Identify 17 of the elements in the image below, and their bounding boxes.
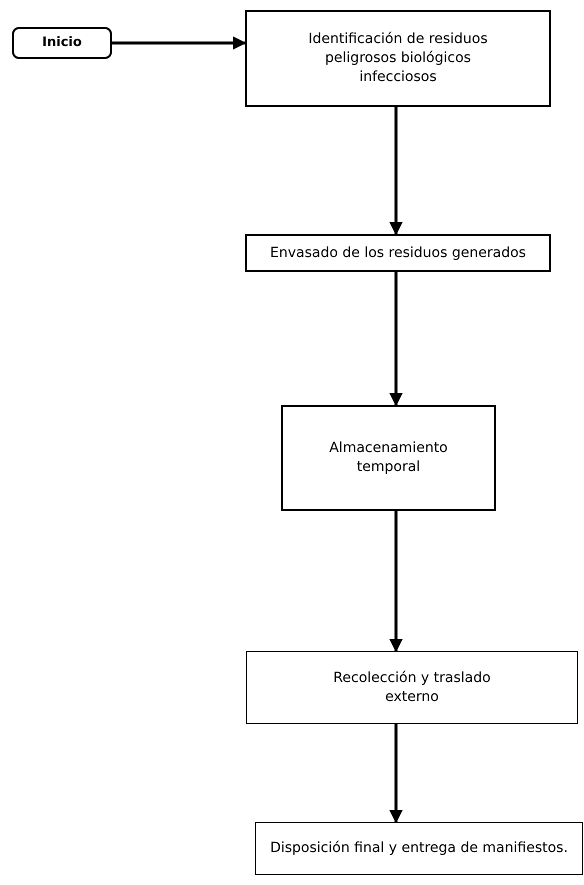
process-box (255, 822, 583, 875)
process-box (246, 651, 578, 724)
arrow (389, 724, 403, 824)
process-box (245, 234, 551, 272)
node-label: Almacenamiento temporal (328, 439, 449, 477)
arrow (389, 511, 403, 652)
node-label: Inicio (42, 34, 82, 52)
node-label: Envasado de los residuos generados (270, 244, 526, 262)
arrow (389, 107, 403, 236)
node-label: Recolección y traslado externo (332, 668, 492, 706)
process-box (245, 10, 551, 107)
arrow (389, 272, 403, 406)
node-label: Identificación de residuos peligrosos biológicos infecciosos (307, 30, 489, 87)
process-box (281, 405, 496, 511)
arrow (112, 36, 246, 50)
node-label: Disposición final y entrega de manifiestos. (270, 839, 568, 858)
start-terminal (12, 27, 112, 59)
